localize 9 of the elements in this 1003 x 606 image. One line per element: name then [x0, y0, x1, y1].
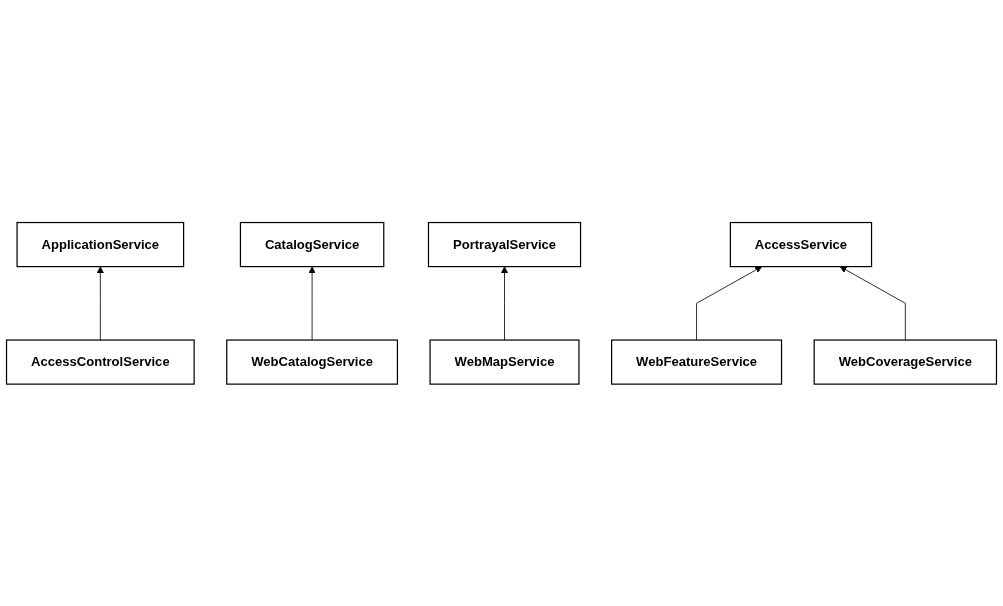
node-box: WebFeatureService — [611, 339, 783, 385]
node-box: WebMapService — [429, 339, 580, 385]
node-box: WebCatalogService — [226, 339, 399, 385]
node-box: CatalogService — [239, 221, 385, 267]
node-box: ApplicationService — [16, 221, 185, 267]
node-box: AccessService — [729, 221, 873, 267]
node-box: WebCoverageService — [813, 339, 998, 385]
node-box: AccessControlService — [5, 339, 195, 385]
node-box: PortrayalService — [427, 221, 582, 267]
